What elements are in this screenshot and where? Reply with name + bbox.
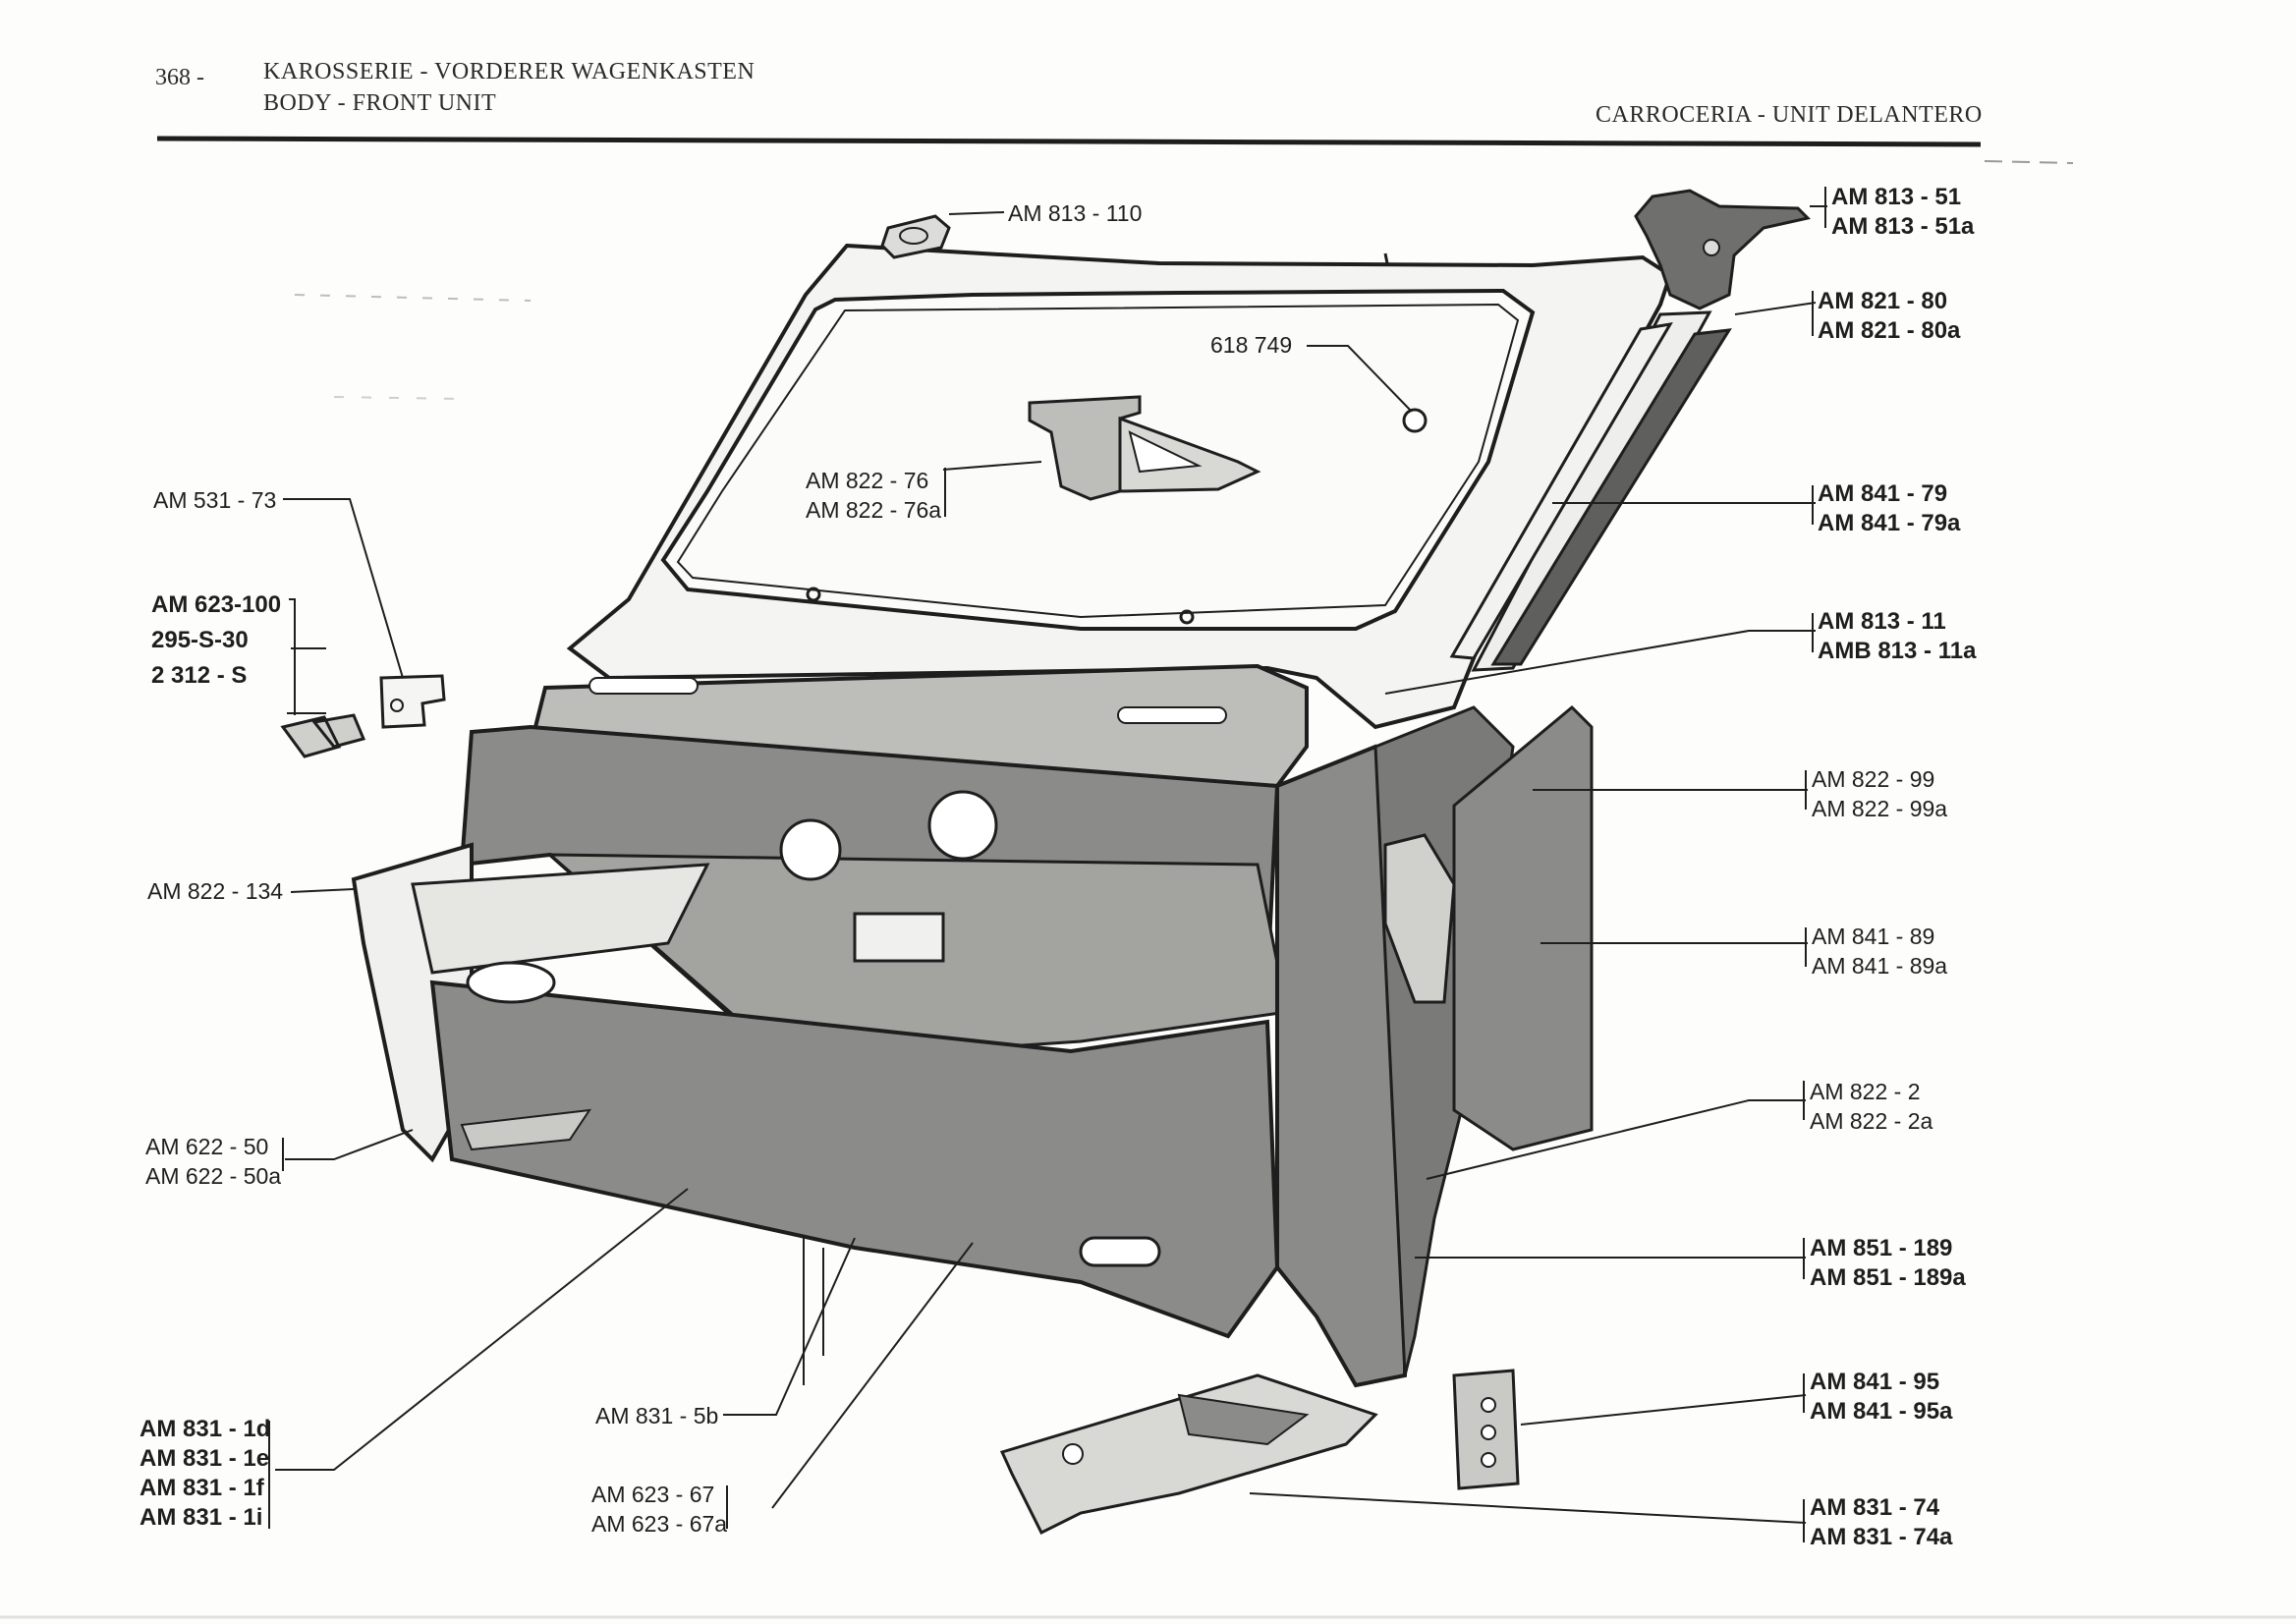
label-group-am841-79: AM 841 - 79 AM 841 - 79a (1818, 479, 1960, 538)
label-group-am831-1: AM 831 - 1d AM 831 - 1e AM 831 - 1f AM 8… (140, 1415, 270, 1533)
label-am841-79a: AM 841 - 79a (1818, 510, 1961, 536)
label-am841-95: AM 841 - 95 (1810, 1369, 1940, 1395)
label-am831-5b: AM 831 - 5b (595, 1403, 719, 1428)
label-group-am623-100: AM 623-100 295-S-30 2 312 - S (151, 588, 281, 694)
label-amb813-11a: AMB 813 - 11a (1818, 638, 1977, 664)
label-am813-51: AM 813 - 51 (1831, 184, 1962, 210)
title-spanish: CARROCERIA - UNIT DELANTERO (1596, 102, 1983, 128)
title-german: KAROSSERIE - VORDERER WAGENKASTEN (263, 59, 756, 84)
label-am831-74a: AM 831 - 74a (1810, 1524, 1953, 1550)
label-am813-11: AM 813 - 11 (1818, 608, 1946, 635)
upper-corner-bracket (1634, 189, 1811, 310)
label-am821-80: AM 821 - 80 (1818, 288, 1948, 314)
label-group-am822-76: AM 822 - 76 AM 822 - 76a (806, 466, 941, 525)
label-group-am851-189: AM 851 - 189 AM 851 - 189a (1810, 1234, 1966, 1293)
label-am821-80a: AM 821 - 80a (1818, 317, 1961, 344)
header-rule (156, 136, 1982, 147)
label-am822-134: AM 822 - 134 (147, 878, 284, 904)
label-am623-67: AM 623 - 67 (591, 1482, 715, 1507)
label-am531-73: AM 531 - 73 (153, 487, 277, 513)
label-am623-67a: AM 623 - 67a (591, 1511, 728, 1537)
label-am831-1d: AM 831 - 1d (140, 1416, 271, 1442)
label-am841-89: AM 841 - 89 (1812, 924, 1935, 949)
label-group-am822-99: AM 822 - 99 AM 822 - 99a (1812, 764, 1947, 823)
label-group-am813-11: AM 813 - 11 AMB 813 - 11a (1818, 607, 1976, 666)
label-am813-51a: AM 813 - 51a (1831, 213, 1975, 240)
label-am851-189: AM 851 - 189 (1810, 1235, 1953, 1261)
label-am623-100: AM 623-100 (151, 591, 282, 618)
leader-lines (268, 187, 1827, 1542)
label-group-am813-51: AM 813 - 51 AM 813 - 51a (1831, 183, 1974, 242)
vent-cover-part (880, 214, 951, 259)
label-am822-2a: AM 822 - 2a (1810, 1108, 1933, 1134)
label-am822-99: AM 822 - 99 (1812, 766, 1935, 792)
label-am831-1e: AM 831 - 1e (140, 1445, 270, 1472)
label-am822-76: AM 822 - 76 (806, 468, 929, 493)
label-295-s-30: 295-S-30 (151, 627, 249, 653)
title-english: BODY - FRONT UNIT (263, 90, 497, 116)
label-am822-99a: AM 822 - 99a (1812, 796, 1948, 821)
label-am851-189a: AM 851 - 189a (1810, 1264, 1966, 1291)
label-group-am841-95: AM 841 - 95 AM 841 - 95a (1810, 1368, 1952, 1427)
wheelarch-panel (1452, 704, 1594, 1151)
label-am622-50a: AM 622 - 50a (145, 1163, 282, 1189)
page-number: 368 - (155, 65, 204, 90)
label-group-am822-2: AM 822 - 2 AM 822 - 2a (1810, 1077, 1932, 1136)
label-group-am831-74: AM 831 - 74 AM 831 - 74a (1810, 1493, 1952, 1552)
label-am813-110: AM 813 - 110 (1008, 200, 1143, 226)
label-am831-74: AM 831 - 74 (1810, 1494, 1940, 1521)
label-group-am821-80: AM 821 - 80 AM 821 - 80a (1818, 287, 1960, 346)
front-lower-panel (429, 980, 1280, 1339)
rule-tail (1984, 160, 2074, 164)
label-am831-1f: AM 831 - 1f (140, 1475, 264, 1501)
label-618749: 618 749 (1210, 332, 1293, 358)
label-group-am841-89: AM 841 - 89 AM 841 - 89a (1812, 922, 1947, 980)
label-am841-89a: AM 841 - 89a (1812, 953, 1948, 979)
label-am822-76a: AM 822 - 76a (806, 497, 942, 523)
label-group-am622-50: AM 622 - 50 AM 622 - 50a (145, 1132, 281, 1191)
jack-bracket (1028, 395, 1142, 501)
small-bracket-part (379, 674, 446, 729)
plug-part (1402, 408, 1428, 433)
label-am841-95a: AM 841 - 95a (1810, 1398, 1953, 1425)
label-group-am623-67: AM 623 - 67 AM 623 - 67a (591, 1480, 727, 1539)
a-pillar-seal (1490, 328, 1732, 666)
label-2312-s: 2 312 - S (151, 662, 248, 689)
clip-parts (280, 713, 366, 758)
label-am831-1i: AM 831 - 1i (140, 1504, 263, 1531)
label-am822-2: AM 822 - 2 (1810, 1079, 1921, 1104)
label-am841-79: AM 841 - 79 (1818, 480, 1948, 507)
label-am622-50: AM 622 - 50 (145, 1134, 269, 1159)
